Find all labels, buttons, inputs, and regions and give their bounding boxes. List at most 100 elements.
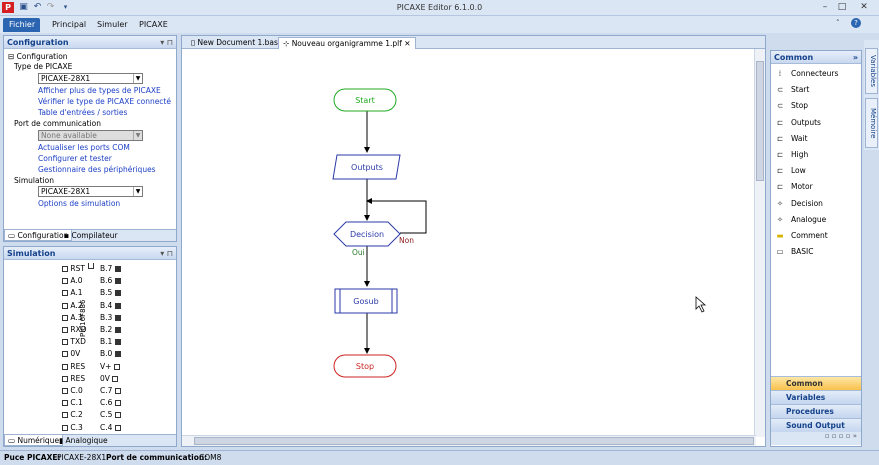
chip-pin-right[interactable]: B.1: [100, 336, 121, 347]
palette-item-motor[interactable]: ⊏Motor: [775, 179, 813, 195]
pin-state-indicator[interactable]: [114, 400, 121, 407]
chip-pin-left[interactable]: C.0: [62, 385, 83, 396]
pin-state-indicator[interactable]: [62, 302, 68, 309]
chip-pin-right[interactable]: B.7: [100, 263, 121, 274]
palette-category-procedures[interactable]: Procedures: [771, 404, 861, 418]
chip-pin-left[interactable]: A.3: [62, 312, 83, 323]
save-icon[interactable]: ▣: [19, 2, 28, 12]
chip-pin-right[interactable]: C.4: [100, 422, 121, 433]
pin-state-indicator[interactable]: [114, 290, 121, 297]
chip-pin-right[interactable]: B.0: [100, 348, 121, 359]
pin-state-indicator[interactable]: [62, 314, 68, 321]
tab-new-document-bas[interactable]: ▯ New Document 1.bas: [191, 38, 278, 47]
pin-state-indicator[interactable]: [62, 375, 68, 382]
picaxe-type-select[interactable]: PICAXE-28X1▼: [38, 73, 143, 84]
side-tab-variables[interactable]: Variables: [865, 48, 878, 94]
palette-item-decision[interactable]: ✧Decision: [775, 196, 823, 212]
link-configure-test[interactable]: Configurer et tester: [38, 154, 112, 163]
ribbon-collapse-icon[interactable]: ˄: [836, 19, 840, 27]
link-io-table[interactable]: Table d'entrées / sorties: [38, 108, 128, 117]
simulation-type-select[interactable]: PICAXE-28X1▼: [38, 186, 143, 197]
tree-simulation[interactable]: Simulation: [14, 176, 54, 185]
tab-analogique[interactable]: ▮ Analogique: [59, 436, 108, 445]
menu-fichier[interactable]: Fichier: [3, 18, 40, 32]
chip-pin-right[interactable]: C.5: [100, 409, 121, 420]
menu-picaxe[interactable]: PICAXE: [139, 20, 168, 29]
palette-item-wait[interactable]: ⊏Wait: [775, 131, 808, 147]
menu-simuler[interactable]: Simuler: [97, 20, 128, 29]
link-check-picaxe-type[interactable]: Vérifier le type de PICAXE connecté: [38, 97, 171, 106]
minimize-icon[interactable]: –: [822, 2, 828, 12]
pin-state-indicator[interactable]: [114, 424, 121, 431]
chip-pin-left[interactable]: C.2: [62, 409, 83, 420]
pin-state-indicator[interactable]: [62, 327, 68, 333]
pin-state-indicator[interactable]: [62, 351, 68, 358]
chip-pin-right[interactable]: B.6: [100, 275, 121, 286]
pin-state-indicator[interactable]: [113, 363, 120, 370]
chip-pin-right[interactable]: C.7: [100, 385, 121, 396]
panel-pin-icon[interactable]: ▾ ⊓: [160, 38, 173, 47]
link-device-manager[interactable]: Gestionnaire des périphériques: [38, 165, 156, 174]
tab-configuration[interactable]: ▭ Configuration: [4, 230, 73, 241]
pin-state-indicator[interactable]: [62, 412, 68, 419]
palette-category-variables[interactable]: Variables: [771, 390, 861, 404]
pin-state-indicator[interactable]: [114, 388, 121, 394]
pin-state-indicator[interactable]: [114, 327, 121, 333]
tab-numerique[interactable]: ▭ Numérique: [4, 435, 64, 446]
chip-pin-left[interactable]: RXD: [62, 324, 87, 335]
pin-state-indicator[interactable]: [114, 314, 121, 321]
flow-stop-node[interactable]: Stop: [333, 354, 397, 378]
pin-state-indicator[interactable]: [114, 302, 121, 309]
palette-item-connecteurs[interactable]: ⁞Connecteurs: [775, 66, 839, 82]
menu-principal[interactable]: Principal: [52, 20, 87, 29]
pin-state-indicator[interactable]: [114, 351, 121, 358]
tab-compilateur[interactable]: ▪ Compilateur: [64, 231, 118, 240]
pin-state-indicator[interactable]: [62, 363, 68, 370]
palette-item-comment[interactable]: ▬Comment: [775, 228, 827, 244]
chip-pin-left[interactable]: 0V: [62, 348, 80, 359]
chip-pin-right[interactable]: B.2: [100, 324, 121, 335]
panel-pin-icon[interactable]: ▾ ⊓: [160, 249, 173, 258]
close-icon[interactable]: ✕: [860, 2, 868, 12]
palette-item-basic[interactable]: ▭BASIC: [775, 244, 813, 260]
pin-state-indicator[interactable]: [62, 388, 68, 394]
palette-overflow-icons[interactable]: ▫ ▫ ▫ ▫ »: [771, 432, 861, 445]
link-more-picaxe-types[interactable]: Afficher plus de types de PICAXE: [38, 86, 161, 95]
flow-start-node[interactable]: Start: [333, 88, 397, 112]
pin-state-indicator[interactable]: [114, 412, 121, 419]
pin-state-indicator[interactable]: [62, 278, 68, 285]
palette-category-common[interactable]: Common: [771, 376, 861, 390]
redo-icon[interactable]: ↷: [46, 2, 55, 12]
quick-access-dropdown-icon[interactable]: ▾: [63, 3, 68, 11]
tree-root[interactable]: ⊟ Configuration: [8, 52, 68, 61]
chip-pin-right[interactable]: B.4: [100, 300, 121, 311]
chip-pin-right[interactable]: C.6: [100, 397, 121, 408]
chip-pin-left[interactable]: RES: [62, 373, 85, 384]
flowchart-canvas[interactable]: Start Outputs Decision Non Oui Gosub Sto…: [182, 49, 752, 437]
flow-outputs-node[interactable]: Outputs: [332, 154, 401, 180]
palette-item-outputs[interactable]: ⊏Outputs: [775, 115, 821, 131]
horizontal-scroll-thumb[interactable]: [194, 437, 754, 445]
chip-pin-left[interactable]: A.2: [62, 300, 83, 311]
pin-state-indicator[interactable]: [62, 290, 68, 297]
pin-state-indicator[interactable]: [62, 339, 68, 346]
palette-item-high[interactable]: ⊏High: [775, 147, 808, 163]
horizontal-scrollbar[interactable]: [182, 435, 756, 446]
undo-icon[interactable]: ↶: [33, 2, 42, 12]
link-simulation-options[interactable]: Options de simulation: [38, 199, 121, 208]
help-icon[interactable]: ?: [851, 18, 861, 28]
pin-state-indicator[interactable]: [114, 266, 121, 272]
chip-pin-left[interactable]: TXD: [62, 336, 86, 347]
palette-item-low[interactable]: ⊏Low: [775, 163, 806, 179]
expand-icon[interactable]: »: [852, 53, 858, 62]
pin-state-indicator[interactable]: [62, 400, 68, 407]
side-tab-memoire[interactable]: Mémoire: [865, 98, 878, 148]
pin-state-indicator[interactable]: [62, 266, 68, 272]
vertical-scrollbar[interactable]: [754, 49, 765, 437]
palette-item-stop[interactable]: ⊂Stop: [775, 98, 808, 114]
tree-com-port[interactable]: Port de communication: [14, 119, 102, 128]
chip-pin-left[interactable]: C.1: [62, 397, 83, 408]
chip-pin-left[interactable]: A.0: [62, 275, 83, 286]
pin-state-indicator[interactable]: [112, 375, 119, 382]
vertical-scroll-thumb[interactable]: [756, 61, 764, 181]
